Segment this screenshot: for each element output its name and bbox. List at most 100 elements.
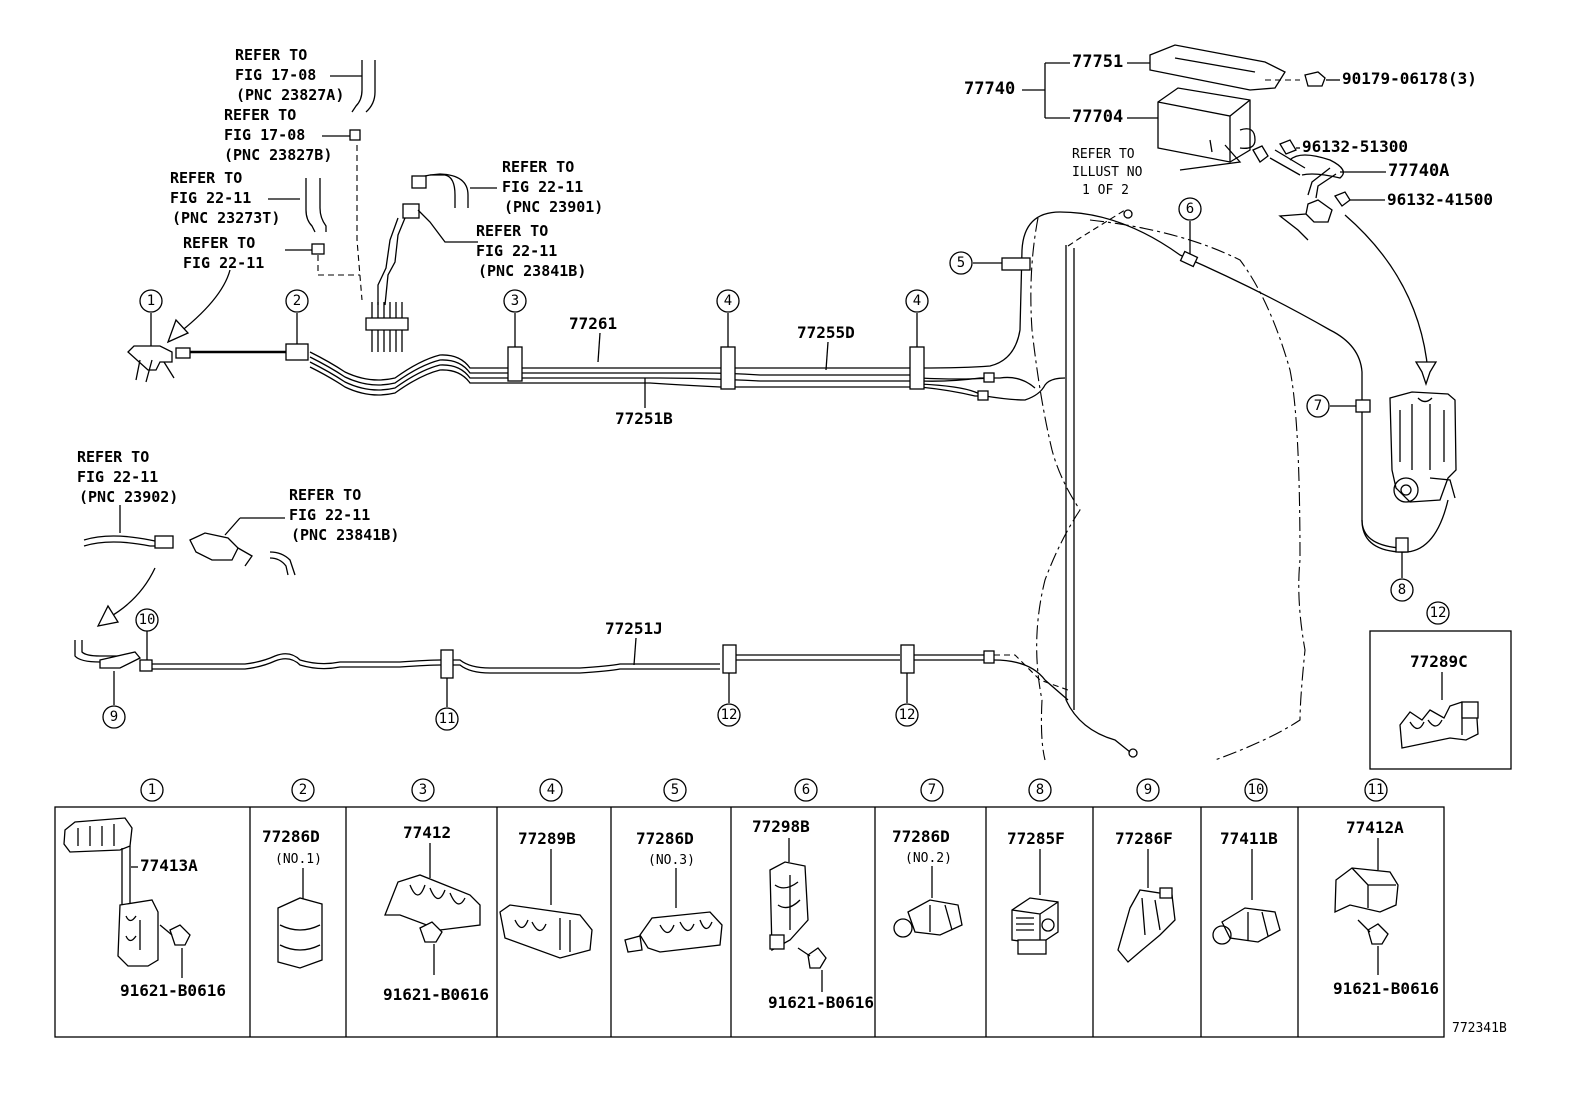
refer-note-line: 1 OF 2 xyxy=(1082,183,1129,198)
refer-note-2: REFER TO FIG 17-08 (PNC 23827B) xyxy=(224,106,363,301)
lower-brake-line xyxy=(74,640,1069,701)
refer-note-line: (PNC 23827A) xyxy=(236,86,344,104)
refer-note-line: FIG 22-11 xyxy=(502,178,583,196)
clamp-8-marker xyxy=(1395,537,1409,553)
callout-3: 3 xyxy=(503,289,527,313)
svg-text:5: 5 xyxy=(957,255,965,271)
refer-note-7: REFER TO FIG 22-11 (PNC 23902) xyxy=(77,448,178,549)
legend-num-1: 1 xyxy=(140,778,164,802)
clamp-6-marker xyxy=(1179,250,1199,268)
svg-text:7: 7 xyxy=(1314,398,1322,414)
refer-note-line: FIG 22-11 xyxy=(289,506,370,524)
refer-note-5: REFER TO FIG 22-11 (PNC 23901) xyxy=(470,158,603,216)
part-77251J: 77251J xyxy=(605,619,663,638)
svg-text:7: 7 xyxy=(928,782,936,798)
inset-12: 12 77289C xyxy=(1369,601,1512,770)
callout-4a: 4 xyxy=(716,289,740,313)
clamp-4b-marker xyxy=(909,346,925,390)
clamp-1-drawing xyxy=(127,345,191,383)
legend-num-4: 4 xyxy=(539,778,563,802)
canister-group: 77740 77751 77704 90179-06178(3) 96132-5… xyxy=(964,44,1493,387)
part-96132-41500: 96132-41500 xyxy=(1387,190,1493,209)
legend-sub: (NO.2) xyxy=(905,851,952,866)
svg-text:12: 12 xyxy=(721,707,738,723)
refer-note-line: FIG 22-11 xyxy=(77,468,158,486)
legend-part: 77286D xyxy=(262,827,320,846)
refer-note-line: (PNC 23841B) xyxy=(478,262,586,280)
callout-7: 7 xyxy=(1306,394,1330,418)
part-77751: 77751 xyxy=(1072,52,1123,72)
svg-text:9: 9 xyxy=(1144,782,1152,798)
legend-cell-3: 77412 91621-B0616 xyxy=(383,823,489,1004)
svg-text:3: 3 xyxy=(511,293,519,309)
legend-cell-10: 77411B xyxy=(1212,829,1281,945)
legend-cell-5: 77286D (NO.3) xyxy=(624,829,723,953)
svg-text:6: 6 xyxy=(1186,201,1194,217)
legend-num-8: 8 xyxy=(1028,778,1052,802)
part-77255D: 77255D xyxy=(797,323,855,342)
refer-note-line: FIG 22-11 xyxy=(170,189,251,207)
callout-11: 11 xyxy=(435,707,459,731)
refer-note-line: ILLUST NO xyxy=(1072,165,1143,180)
refer-note-line: (PNC 23902) xyxy=(79,488,178,506)
legend-part: 77298B xyxy=(752,817,810,836)
refer-note-line: (PNC 23273T) xyxy=(172,209,280,227)
svg-text:10: 10 xyxy=(1248,782,1265,798)
refer-note-line: REFER TO xyxy=(170,169,242,187)
legend-cell-2: 77286D (NO.1) xyxy=(262,827,323,969)
legend-part: 77412 xyxy=(403,823,451,842)
legend-part: 77286F xyxy=(1115,829,1173,848)
legend-cell-6: 77298B 91621-B0616 xyxy=(752,817,874,1012)
part-77740: 77740 xyxy=(964,79,1015,99)
legend-num-11: 11 xyxy=(1364,778,1388,802)
legend-num-10: 10 xyxy=(1244,778,1268,802)
body-outline xyxy=(1030,209,1306,761)
refer-note-6: REFER TO FIG 22-11 (PNC 23841B) xyxy=(476,222,586,280)
svg-text:2: 2 xyxy=(293,293,301,309)
refer-note-line: FIG 17-08 xyxy=(224,126,305,144)
legend-num-2: 2 xyxy=(291,778,315,802)
clamp-2-marker xyxy=(285,343,309,361)
legend-sub: (NO.3) xyxy=(648,853,695,868)
callout-12a: 12 xyxy=(717,703,741,727)
legend-cell-4: 77289B xyxy=(499,829,593,959)
legend-table xyxy=(54,806,1445,1038)
refer-note-3: REFER TO FIG 22-11 (PNC 23273T) xyxy=(170,169,327,233)
callout-10: 10 xyxy=(135,608,159,632)
svg-text:12: 12 xyxy=(1430,605,1447,621)
svg-text:12: 12 xyxy=(899,707,916,723)
clamp-7-marker xyxy=(1355,399,1371,413)
arrow-head xyxy=(96,604,120,627)
legend-part: 77289B xyxy=(518,829,576,848)
part-90179-06178: 90179-06178(3) xyxy=(1342,69,1477,88)
svg-text:11: 11 xyxy=(1368,782,1385,798)
legend-num-6: 6 xyxy=(794,778,818,802)
svg-text:3: 3 xyxy=(419,782,427,798)
figure-code: 772341B xyxy=(1452,1021,1507,1036)
refer-note-line: (PNC 23841B) xyxy=(291,526,399,544)
svg-text:4: 4 xyxy=(724,293,732,309)
svg-text:8: 8 xyxy=(1398,582,1406,598)
callout-6: 6 xyxy=(1178,197,1202,221)
part-77289C: 77289C xyxy=(1410,652,1468,671)
legend-num-3: 3 xyxy=(411,778,435,802)
refer-note-line: REFER TO xyxy=(224,106,296,124)
svg-text:1: 1 xyxy=(148,782,156,798)
valve-block xyxy=(1389,391,1457,503)
refer-note-line: REFER TO xyxy=(183,234,255,252)
refer-note-8: REFER TO FIG 22-11 (PNC 23841B) xyxy=(189,486,399,576)
svg-text:8: 8 xyxy=(1036,782,1044,798)
refer-note-line: REFER TO xyxy=(77,448,149,466)
callout-2: 2 xyxy=(285,289,309,313)
refer-note-4: REFER TO FIG 22-11 xyxy=(183,234,360,276)
upper-brake-lines xyxy=(178,211,1449,553)
legend-cell-9: 77286F xyxy=(1115,829,1176,963)
refer-note-line: FIG 17-08 xyxy=(235,66,316,84)
legend-cell-1: 77413A 91621-B0616 xyxy=(63,817,226,1000)
legend-part: 77413A xyxy=(140,856,198,875)
refer-note-9: REFER TO ILLUST NO 1 OF 2 xyxy=(1072,147,1143,198)
legend-bolt: 91621-B0616 xyxy=(383,985,489,1004)
refer-note-line: REFER TO xyxy=(476,222,548,240)
arrow-head xyxy=(166,318,190,344)
legend-cell-7: 77286D (NO.2) xyxy=(892,827,963,938)
